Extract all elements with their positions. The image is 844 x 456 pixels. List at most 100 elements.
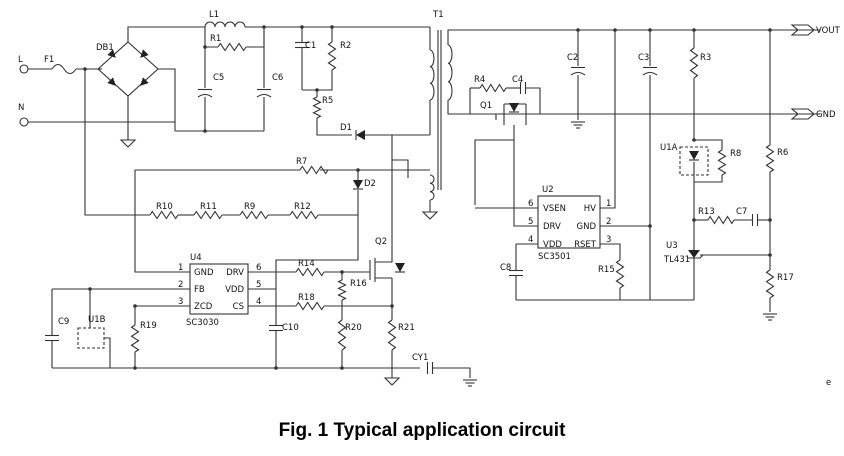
d1-label: D1 bbox=[340, 123, 352, 133]
q2-label: Q2 bbox=[375, 237, 387, 247]
c9-label: C9 bbox=[58, 317, 69, 327]
transformer-label: T1 bbox=[432, 10, 444, 20]
resistor-symbol bbox=[149, 210, 179, 220]
resistor-symbol bbox=[479, 83, 507, 93]
u4-pin-cs: CS bbox=[233, 302, 244, 312]
u2-pinnum-1: 1 bbox=[606, 199, 611, 209]
r2-label: R2 bbox=[340, 41, 351, 51]
terminal-n bbox=[19, 117, 29, 127]
junction-dot bbox=[262, 25, 266, 29]
r14-label: R14 bbox=[298, 259, 315, 269]
resistor-symbol bbox=[337, 279, 347, 301]
u3-bar bbox=[688, 254, 704, 259]
cy1-label: CY1 bbox=[412, 353, 428, 363]
c5-label: C5 bbox=[213, 73, 224, 83]
junction-dot bbox=[576, 28, 580, 32]
wire bbox=[447, 100, 820, 115]
ground-triangle bbox=[119, 139, 137, 148]
resistor-symbol bbox=[387, 319, 397, 351]
u4-body bbox=[189, 263, 249, 315]
resistor-symbol bbox=[295, 301, 325, 311]
junction-dot bbox=[340, 270, 344, 274]
u2-part: SC3501 bbox=[538, 252, 571, 262]
diode-symbol bbox=[353, 180, 363, 189]
bridge-diode bbox=[107, 49, 116, 58]
wire bbox=[302, 70, 333, 91]
capacitor-plate-curved bbox=[570, 71, 586, 76]
u2-pin-drv: DRV bbox=[543, 222, 561, 232]
r18-label: R18 bbox=[298, 293, 315, 303]
u2-pinnum-2: 2 bbox=[606, 217, 611, 227]
resistor-symbol bbox=[327, 41, 337, 71]
ground-triangle bbox=[383, 377, 401, 386]
u4-pinnum-4: 4 bbox=[256, 297, 261, 307]
c2-label: C2 bbox=[567, 53, 578, 63]
ground-triangle bbox=[421, 211, 439, 220]
r15-label: R15 bbox=[598, 265, 615, 275]
r21-label: R21 bbox=[398, 323, 415, 333]
terminal-tag bbox=[790, 108, 815, 120]
r4-label: R4 bbox=[474, 75, 485, 85]
bridge-outline bbox=[97, 41, 159, 97]
resistor-symbol bbox=[717, 149, 727, 176]
u2-pinnum-5: 5 bbox=[528, 217, 533, 227]
r11-label: R11 bbox=[200, 202, 217, 212]
junction-dot bbox=[315, 88, 319, 92]
u4-pinnum-3: 3 bbox=[178, 297, 183, 307]
c1-label: C1 bbox=[305, 41, 316, 51]
r5-label: R5 bbox=[322, 96, 333, 106]
resistor-symbol bbox=[707, 215, 735, 225]
bridge-label: DB1 bbox=[96, 43, 114, 53]
junction-dot bbox=[133, 366, 137, 370]
c3-label: C3 bbox=[638, 53, 649, 63]
capacitor-plate-curved bbox=[256, 93, 272, 98]
u4-ref: U4 bbox=[190, 253, 202, 263]
resistor-symbol bbox=[299, 165, 329, 175]
wire bbox=[433, 367, 471, 378]
u2-pin-rset: RSET bbox=[574, 240, 597, 250]
u2-pinnum-3: 3 bbox=[606, 235, 611, 245]
junction-dot bbox=[83, 67, 87, 71]
r12-label: R12 bbox=[294, 202, 311, 212]
resistor-symbol bbox=[337, 319, 347, 351]
u2-ref: U2 bbox=[542, 185, 554, 195]
diode-symbol bbox=[395, 263, 405, 272]
junction-dot bbox=[203, 45, 207, 49]
c10-label: C10 bbox=[282, 323, 299, 333]
junction-dot bbox=[768, 218, 772, 222]
u2-pin-hv: HV bbox=[584, 204, 596, 214]
diode-symbol bbox=[356, 130, 365, 140]
u1b-label: U1B bbox=[88, 315, 106, 325]
junction-dot bbox=[300, 25, 304, 29]
junction-dot bbox=[613, 28, 617, 32]
diode-symbol bbox=[689, 151, 699, 160]
terminal-label-l: L bbox=[18, 55, 23, 65]
bridge-diode bbox=[140, 77, 149, 86]
bridge-diode bbox=[140, 49, 149, 58]
r8-label: R8 bbox=[730, 149, 741, 159]
wire bbox=[513, 140, 538, 227]
r17-label: R17 bbox=[777, 273, 794, 283]
u1b-outline bbox=[77, 327, 105, 349]
junction-dot bbox=[692, 138, 696, 142]
u2-pinnum-4: 4 bbox=[528, 235, 533, 245]
resistor-symbol bbox=[615, 259, 625, 289]
wire bbox=[694, 139, 723, 150]
margin-mark: e bbox=[826, 378, 831, 388]
wire bbox=[474, 139, 514, 205]
u4-pin-fb: FB bbox=[194, 285, 205, 295]
u4-pin-zcd: ZCD bbox=[194, 302, 213, 312]
r16-label: R16 bbox=[350, 279, 367, 289]
resistor-symbol bbox=[765, 269, 775, 299]
u2-pin-vsen: VSEN bbox=[543, 204, 566, 214]
u4-part: SC3030 bbox=[186, 318, 219, 328]
c8-label: C8 bbox=[500, 263, 511, 273]
wire bbox=[392, 159, 409, 178]
u4-pin-drv: DRV bbox=[226, 268, 244, 278]
c4-label: C4 bbox=[512, 75, 523, 85]
resistor-symbol bbox=[295, 267, 325, 277]
resistor-symbol bbox=[689, 47, 699, 79]
wire bbox=[127, 26, 205, 42]
junction-dot bbox=[648, 28, 652, 32]
